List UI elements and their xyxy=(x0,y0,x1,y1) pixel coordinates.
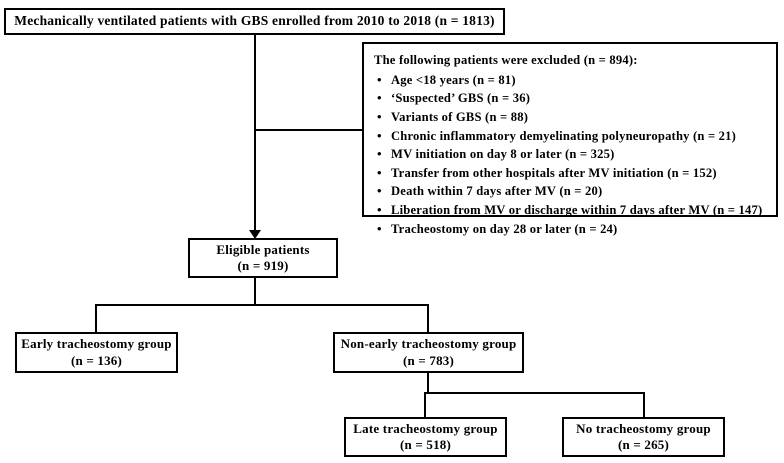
list-item: Age <18 years (n = 81) xyxy=(374,70,762,90)
connector-enrolled-to-eligible xyxy=(254,35,256,232)
list-item: Variants of GBS (n = 88) xyxy=(374,107,762,127)
node-late-label: Late tracheostomy group xyxy=(353,420,498,436)
list-item: Death within 7 days after MV (n = 20) xyxy=(374,181,762,201)
node-eligible-label: Eligible patients xyxy=(216,241,310,257)
connector-nonearly-down xyxy=(427,373,429,394)
node-enrolled-patients: Mechanically ventilated patients with GB… xyxy=(4,8,505,35)
node-late-tracheostomy-group: Late tracheostomy group (n = 518) xyxy=(344,417,507,457)
list-item: Transfer from other hospitals after MV i… xyxy=(374,163,762,183)
excluded-heading: The following patients were excluded (n … xyxy=(374,53,638,67)
node-eligible-count: (n = 919) xyxy=(237,258,289,273)
list-item: Liberation from MV or discharge within 7… xyxy=(374,200,762,220)
node-no-tracheostomy-label: No tracheostomy group xyxy=(576,420,711,436)
node-non-early-count: (n = 783) xyxy=(402,352,455,368)
connector-branch-nonearly xyxy=(427,304,429,333)
list-item: Chronic inflammatory demyelinating polyn… xyxy=(374,126,762,146)
connector-branch-no-tracheostomy xyxy=(643,392,645,418)
excluded-reason-list: Age <18 years (n = 81) ‘Suspected’ GBS (… xyxy=(374,70,762,239)
connector-branch-early xyxy=(95,304,97,333)
connector-eligible-down xyxy=(254,278,256,306)
arrowhead-into-eligible xyxy=(249,230,261,239)
connector-split-late-none xyxy=(424,392,645,394)
node-early-count: (n = 136) xyxy=(70,352,123,368)
node-eligible-patients: Eligible patients (n = 919) xyxy=(188,238,338,278)
node-enrolled-label: Mechanically ventilated patients with GB… xyxy=(14,13,495,29)
node-early-tracheostomy-group: Early tracheostomy group (n = 136) xyxy=(15,332,178,373)
node-late-count: (n = 518) xyxy=(399,437,452,452)
list-item: Tracheostomy on day 28 or later (n = 24) xyxy=(374,219,762,239)
connector-branch-late xyxy=(424,392,426,418)
list-item: MV initiation on day 8 or later (n = 325… xyxy=(374,144,762,164)
node-early-label: Early tracheostomy group xyxy=(21,336,172,352)
node-no-tracheostomy-count: (n = 265) xyxy=(617,437,670,452)
node-non-early-tracheostomy-group: Non-early tracheostomy group (n = 783) xyxy=(333,332,524,373)
node-non-early-label: Non-early tracheostomy group xyxy=(340,336,517,352)
list-item: ‘Suspected’ GBS (n = 36) xyxy=(374,88,762,108)
connector-split-early-nonearly xyxy=(95,304,429,306)
connector-to-exclusion-box xyxy=(254,129,363,131)
node-excluded-patients: The following patients were excluded (n … xyxy=(362,42,778,237)
node-no-tracheostomy-group: No tracheostomy group (n = 265) xyxy=(562,417,725,457)
